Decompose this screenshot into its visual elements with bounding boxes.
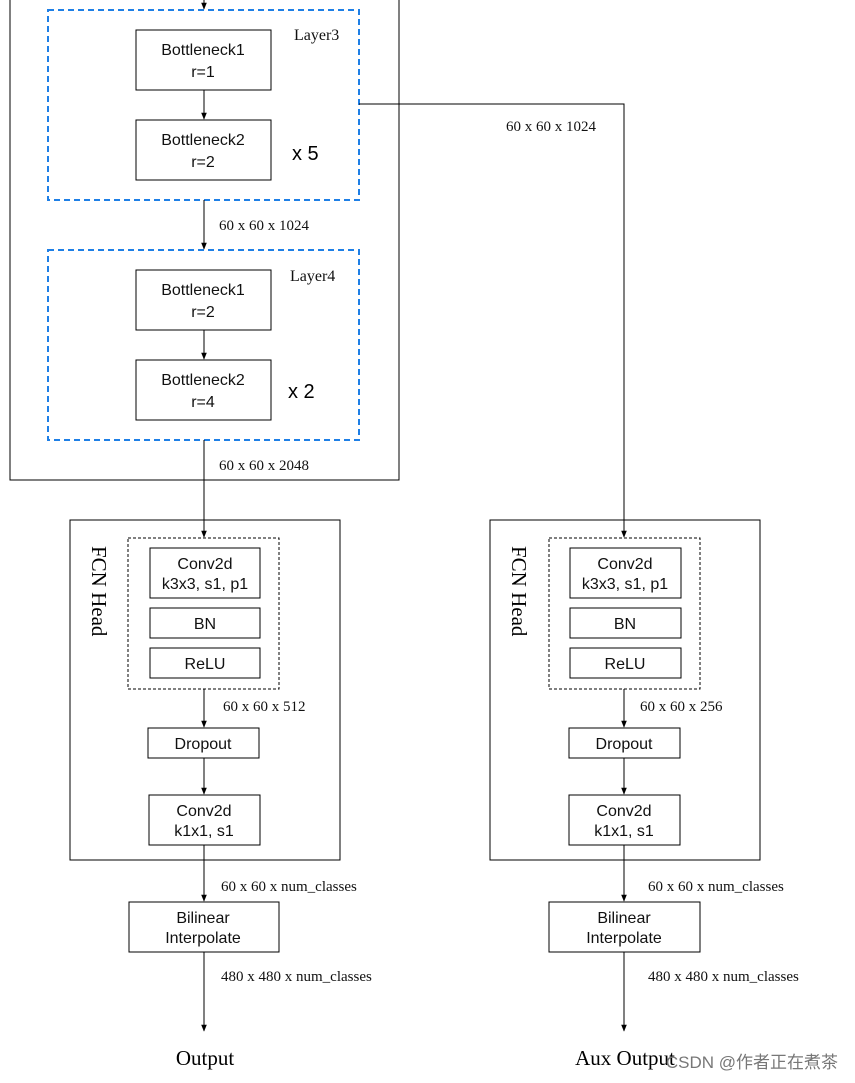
layer4-title: Layer4 bbox=[290, 268, 335, 285]
aux-conv2-line1: Conv2d bbox=[596, 803, 651, 820]
main-conv1-line1: Conv2d bbox=[177, 556, 232, 573]
layer3-bottleneck1-name: Bottleneck1 bbox=[161, 42, 245, 59]
layer3-bottleneck1-param: r=1 bbox=[191, 64, 215, 81]
main-bn-box bbox=[149, 607, 261, 639]
aux-dropout-box bbox=[568, 727, 681, 759]
aux-output-label: Aux Output bbox=[575, 1046, 675, 1070]
main-conv2-line2: k1x1, s1 bbox=[174, 823, 234, 840]
layer3-group bbox=[47, 9, 360, 201]
aux-head-title: FCN Head bbox=[507, 546, 531, 637]
layer3-bottleneck2-name: Bottleneck2 bbox=[161, 132, 245, 149]
layer3-output-dim: 60 x 60 x 1024 bbox=[219, 218, 310, 234]
aux-relu-box bbox=[569, 647, 682, 679]
aux-interp-line2: Interpolate bbox=[586, 930, 662, 947]
main-final-dim: 480 x 480 x num_classes bbox=[221, 969, 372, 985]
layer3-repeat: x 5 bbox=[292, 143, 319, 165]
layer3-title: Layer3 bbox=[294, 27, 339, 44]
layer4-repeat: x 2 bbox=[288, 381, 315, 403]
aux-bn-box bbox=[569, 607, 682, 639]
main-output-label: Output bbox=[176, 1046, 235, 1070]
aux-conv1-box bbox=[569, 547, 682, 599]
main-interp-line2: Interpolate bbox=[165, 930, 241, 947]
main-conv2-line1: Conv2d bbox=[176, 803, 231, 820]
watermark: CSDN @作者正在煮茶 bbox=[666, 1053, 838, 1072]
main-conv1-box bbox=[149, 547, 261, 599]
layer4-bottleneck1-name: Bottleneck1 bbox=[161, 282, 245, 299]
main-out-dim: 60 x 60 x num_classes bbox=[221, 879, 357, 895]
layer4-bottleneck2-name: Bottleneck2 bbox=[161, 372, 245, 389]
aux-head-frame bbox=[489, 519, 761, 861]
aux-conv2-line2: k1x1, s1 bbox=[594, 823, 654, 840]
main-interp-line1: Bilinear bbox=[176, 910, 230, 927]
layer4-output-dim: 60 x 60 x 2048 bbox=[219, 458, 309, 474]
aux-relu-label: ReLU bbox=[605, 656, 646, 673]
layer3-bottleneck1-box bbox=[135, 29, 272, 91]
aux-dropout-label: Dropout bbox=[596, 736, 653, 753]
main-relu-label: ReLU bbox=[185, 656, 226, 673]
main-bn-label: BN bbox=[194, 616, 216, 633]
main-head-title: FCN Head bbox=[87, 546, 111, 637]
aux-interp-line1: Bilinear bbox=[597, 910, 651, 927]
main-conv1-line2: k3x3, s1, p1 bbox=[162, 576, 248, 593]
layer4-bottleneck2-box bbox=[135, 359, 272, 421]
aux-branch-dim: 60 x 60 x 1024 bbox=[506, 119, 597, 135]
aux-final-dim: 480 x 480 x num_classes bbox=[648, 969, 799, 985]
main-dropout-label: Dropout bbox=[175, 736, 232, 753]
main-head-frame bbox=[69, 519, 341, 861]
layer4-bottleneck1-param: r=2 bbox=[191, 304, 215, 321]
aux-conv1-line2: k3x3, s1, p1 bbox=[582, 576, 668, 593]
aux-conv2-box bbox=[568, 794, 681, 846]
main-conv2-box bbox=[148, 794, 261, 846]
layer4-bottleneck1-box bbox=[135, 269, 272, 331]
main-mid-dim: 60 x 60 x 512 bbox=[223, 699, 306, 715]
layer4-bottleneck2-param: r=4 bbox=[191, 394, 215, 411]
main-interp-box bbox=[128, 901, 280, 953]
layer4-group bbox=[47, 249, 360, 441]
layer3-bottleneck2-param: r=2 bbox=[191, 154, 215, 171]
main-relu-box bbox=[149, 647, 261, 679]
layer3-bottleneck2-box bbox=[135, 119, 272, 181]
aux-interp-box bbox=[548, 901, 701, 953]
aux-branch-arrow bbox=[359, 103, 627, 538]
aux-out-dim: 60 x 60 x num_classes bbox=[648, 879, 784, 895]
aux-conv1-line1: Conv2d bbox=[597, 556, 652, 573]
aux-bn-label: BN bbox=[614, 616, 636, 633]
aux-mid-dim: 60 x 60 x 256 bbox=[640, 699, 723, 715]
